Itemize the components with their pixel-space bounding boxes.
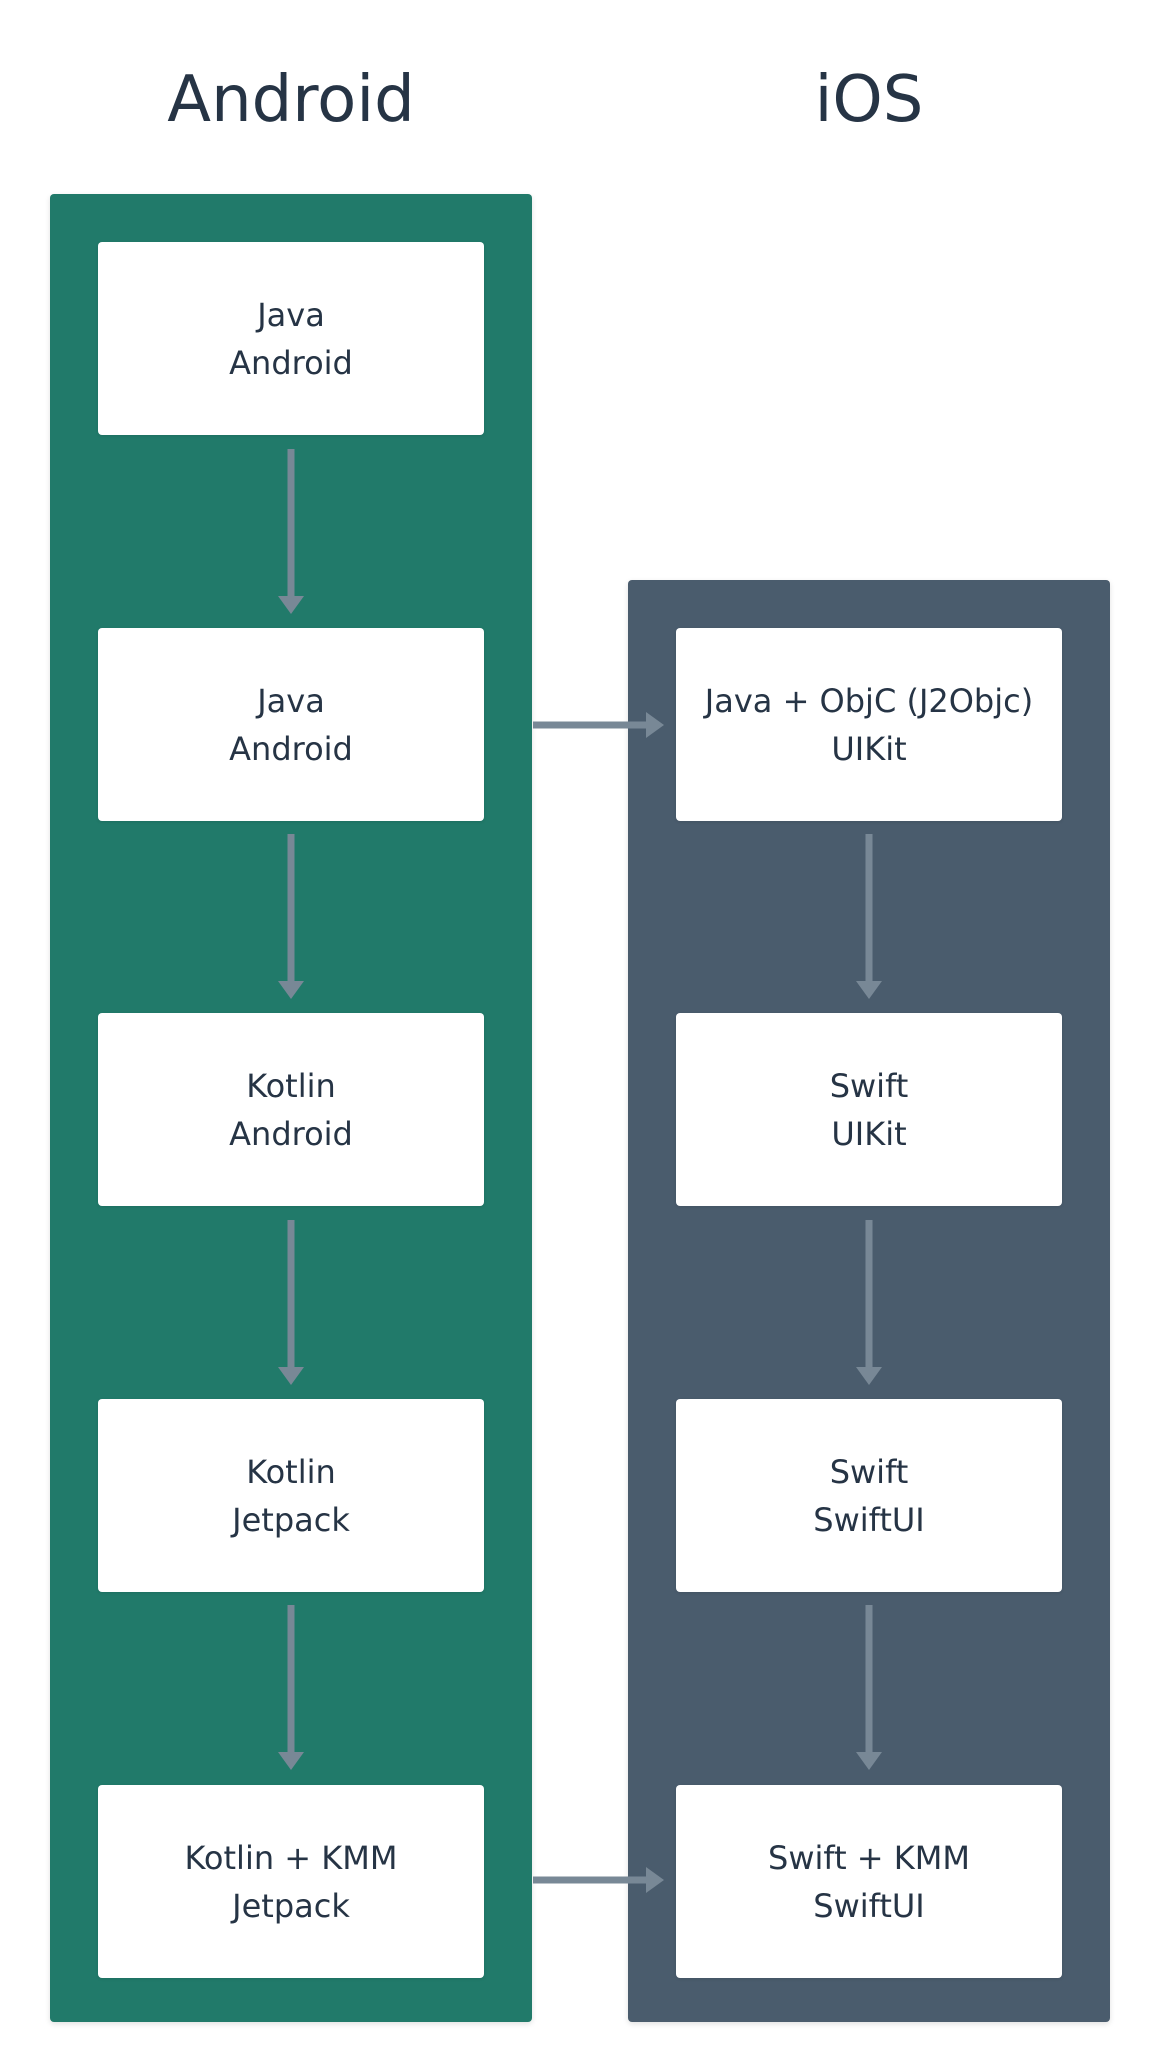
node-line2: UIKit	[831, 1114, 907, 1153]
node-line2: SwiftUI	[813, 1500, 925, 1539]
node-line1: Kotlin	[246, 1066, 336, 1105]
node-line1: Java	[257, 681, 325, 720]
node-line1: Swift	[829, 1452, 909, 1491]
ios-node-java-objc-uikit: Java + ObjC (J2Objc) UIKit	[676, 628, 1062, 821]
ios-node-swift-swiftui: Swift SwiftUI	[676, 1399, 1062, 1592]
node-line2: Android	[229, 729, 353, 768]
node-line2: SwiftUI	[813, 1886, 925, 1925]
node-line2: Jetpack	[232, 1500, 350, 1539]
ios-title: iOS	[814, 63, 924, 137]
android-column: Java Android Java Android Kotlin Android…	[50, 194, 532, 2022]
android-node-kotlin-jetpack: Kotlin Jetpack	[98, 1399, 484, 1592]
node-line1: Kotlin + KMM	[184, 1838, 398, 1877]
android-title: Android	[167, 63, 415, 137]
node-line1: Swift + KMM	[768, 1838, 970, 1877]
node-line2: Jetpack	[232, 1886, 350, 1925]
android-node-java-android-2: Java Android	[98, 628, 484, 821]
node-line1: Java	[257, 295, 325, 334]
ios-node-swift-uikit: Swift UIKit	[676, 1013, 1062, 1206]
android-node-kotlin-android: Kotlin Android	[98, 1013, 484, 1206]
ios-column: Java + ObjC (J2Objc) UIKit Swift UIKit S…	[628, 580, 1110, 2022]
ios-node-swift-kmm-swiftui: Swift + KMM SwiftUI	[676, 1785, 1062, 1978]
android-node-java-android-1: Java Android	[98, 242, 484, 435]
node-line1: Swift	[829, 1066, 909, 1105]
node-line1: Java + ObjC (J2Objc)	[704, 681, 1034, 720]
node-line2: Android	[229, 1114, 353, 1153]
node-line2: UIKit	[831, 729, 907, 768]
node-line2: Android	[229, 343, 353, 382]
android-node-kotlin-kmm-jetpack: Kotlin + KMM Jetpack	[98, 1785, 484, 1978]
node-line1: Kotlin	[246, 1452, 336, 1491]
